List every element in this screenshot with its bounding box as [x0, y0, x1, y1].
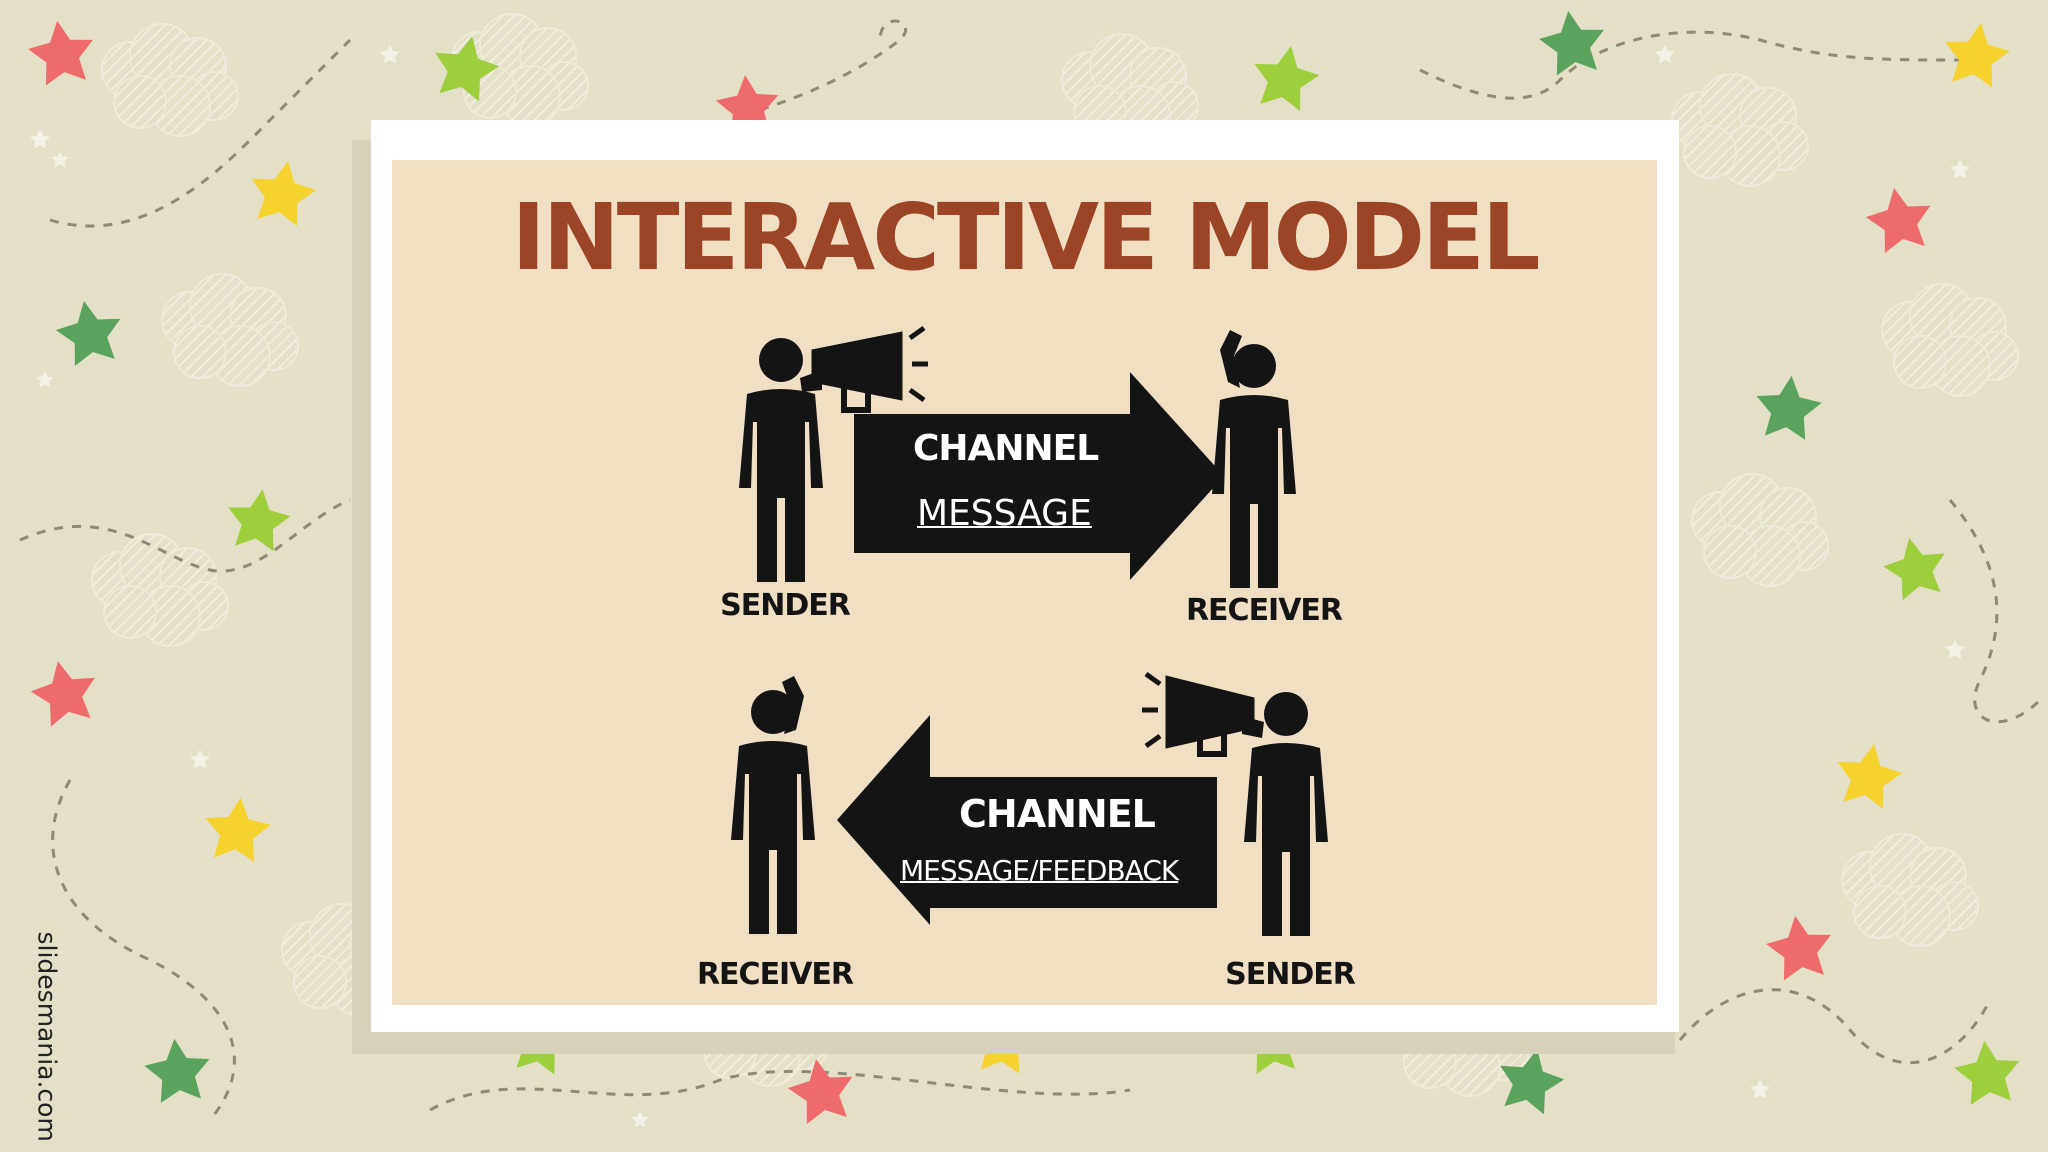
interactive-model-diagram [731, 325, 1328, 936]
arrow-right-icon [854, 372, 1224, 580]
sender-label-top: SENDER [720, 588, 851, 623]
receiver-label-top: RECEIVER [1185, 593, 1343, 628]
bottom-arrow-channel-label: CHANNEL [959, 792, 1156, 836]
arrow-left-icon [837, 715, 1217, 925]
top-arrow-message-label: MESSAGE [917, 493, 1092, 534]
receiver-label-bottom: RECEIVER [696, 957, 854, 992]
megaphone-icon [1142, 671, 1255, 757]
sender-figure-bottom [1242, 692, 1328, 936]
top-arrow-channel-label: CHANNEL [913, 428, 1099, 469]
dashed-trails [19, 19, 2042, 1121]
slide-title: INTERACTIVE MODEL [511, 184, 1540, 291]
receiver-figure-bottom [731, 676, 815, 934]
receiver-figure-top [1212, 330, 1296, 588]
megaphone-icon [811, 325, 928, 413]
slide-content: INTERACTIVE MODEL SENDER RECEIVER RECEIV… [392, 160, 1657, 1005]
bottom-arrow-feedback-label: MESSAGE/FEEDBACK [900, 854, 1179, 887]
sender-figure-top [739, 338, 823, 582]
watermark: slidesmania.com [32, 931, 62, 1142]
sender-label-bottom: SENDER [1225, 957, 1356, 992]
